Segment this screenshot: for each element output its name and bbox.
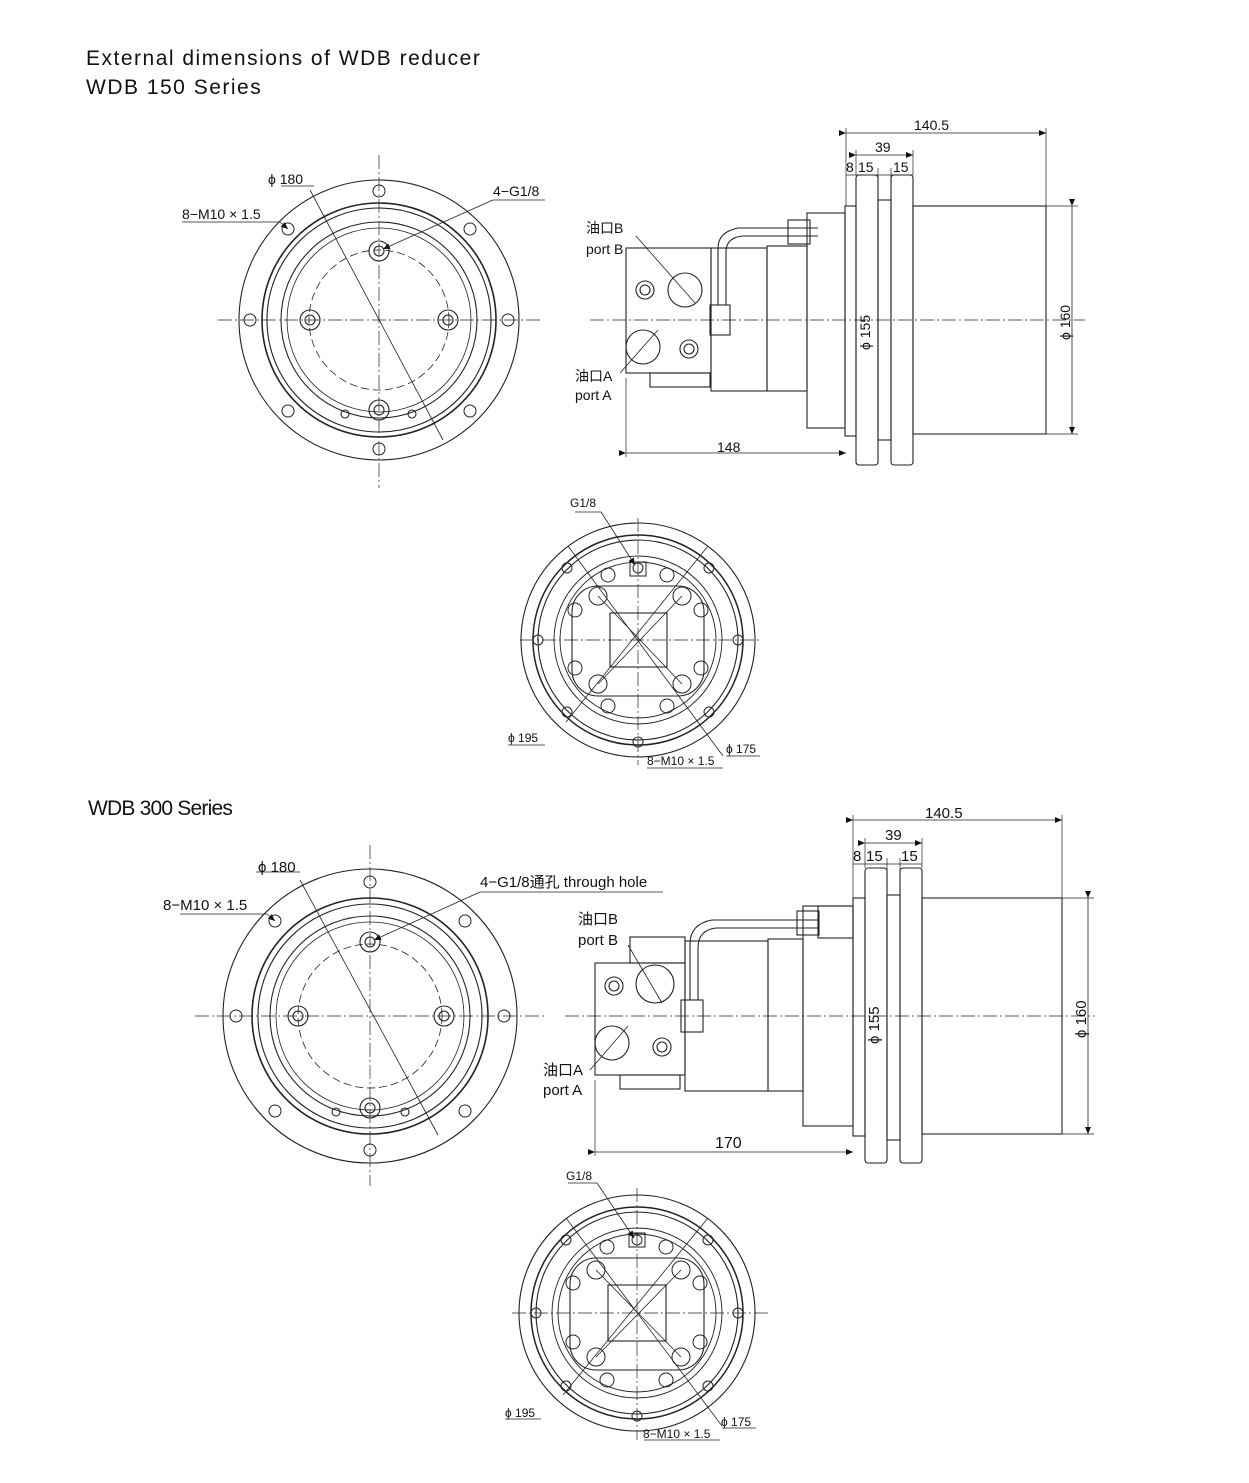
wdb150-dim-155: ϕ 155 [857,315,873,350]
wdb150-dim-w2: 15 [893,159,909,175]
wdb150-dim-160: ϕ 160 [1057,305,1073,340]
wdb150-rear-dia-195: ϕ 195 [508,731,538,745]
wdb150-port-b: port B [586,241,623,257]
series-150-heading: WDB 150 Series [86,76,263,99]
wdb300-rear-view [505,1182,768,1441]
wdb300-rear-dia-195: ϕ 195 [505,1406,535,1420]
wdb150-front-ports-label: 4−G1/8 [493,183,540,199]
wdb150-side-view [590,128,1085,466]
wdb150-front-bolts-label: 8−M10 × 1.5 [182,206,261,222]
wdb300-front-ports-label: 4−G1/8通孔 through hole [480,874,647,891]
series-300-heading: WDB 300 Series [88,797,233,820]
wdb150-rear-bolts: 8−M10 × 1.5 [647,754,715,768]
wdb150-front-dia-180: ϕ 180 [268,171,303,187]
wdb300-front-bolts-label: 8−M10 × 1.5 [163,897,247,914]
wdb300-dim-160: ϕ 160 [1073,1000,1090,1038]
wdb300-dim-gap: 8 [853,848,861,865]
wdb150-rear-view [508,511,760,769]
wdb300-side-view [565,815,1095,1164]
wdb300-rear-g18: G1/8 [566,1169,592,1183]
wdb300-port-a-cn: 油口A [543,1062,583,1079]
wdb150-port-b-cn: 油口B [586,220,623,236]
page-title: External dimensions of WDB reducer [86,47,482,70]
wdb150-front-view [182,155,545,488]
wdb300-port-b-cn: 油口B [578,911,618,928]
wdb300-dim-flange: 39 [885,827,902,844]
wdb300-front-dia-180: ϕ 180 [258,859,296,876]
wdb300-rear-dia-175: ϕ 175 [721,1415,751,1429]
wdb150-rear-dia-175: ϕ 175 [726,742,756,756]
wdb150-dim-w1: 15 [858,159,874,175]
wdb150-dim-overall: 140.5 [914,117,949,133]
wdb300-port-b: port B [578,932,618,949]
wdb300-port-a: port A [543,1082,582,1099]
wdb300-dim-w2: 15 [901,848,918,865]
wdb300-dim-length: 170 [715,1135,742,1152]
wdb300-rear-bolts: 8−M10 × 1.5 [643,1427,711,1441]
wdb300-dim-overall: 140.5 [925,805,963,822]
wdb150-rear-g18: G1/8 [570,496,596,510]
wdb150-port-a-cn: 油口A [575,368,613,384]
wdb150-dim-flange: 39 [875,139,891,155]
wdb300-dim-w1: 15 [866,848,883,865]
wdb150-dim-gap: 8 [846,159,854,175]
wdb300-dim-155: ϕ 155 [866,1006,883,1044]
wdb150-port-a: port A [575,387,612,403]
wdb150-dim-length: 148 [717,439,741,455]
wdb300-front-view [180,845,663,1186]
